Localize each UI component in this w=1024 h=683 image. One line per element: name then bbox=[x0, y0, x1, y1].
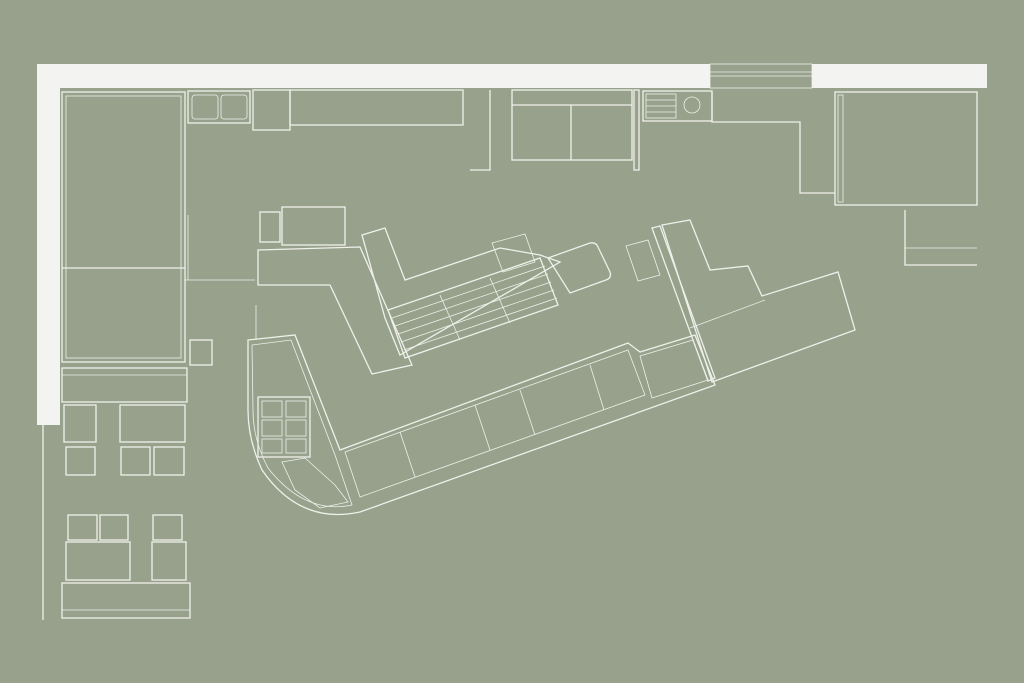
partition-post bbox=[633, 89, 640, 171]
central-island bbox=[361, 227, 612, 359]
table bbox=[151, 541, 187, 581]
chair bbox=[120, 446, 151, 476]
table bbox=[63, 404, 97, 443]
table bbox=[119, 404, 186, 443]
top-wall-left bbox=[37, 64, 710, 88]
prep-table bbox=[281, 206, 346, 246]
bench-bottom bbox=[61, 582, 191, 619]
bar-corner-unit bbox=[281, 457, 349, 509]
back-bar-counter bbox=[625, 219, 856, 383]
service-counter bbox=[257, 246, 413, 375]
bar-display-case bbox=[257, 396, 311, 458]
chair bbox=[152, 514, 183, 541]
small-stand bbox=[625, 239, 661, 282]
right-counter bbox=[711, 92, 835, 194]
seating-area bbox=[61, 367, 191, 619]
right-room bbox=[834, 91, 978, 266]
chair bbox=[153, 446, 185, 476]
stove bbox=[259, 211, 281, 243]
sink-left bbox=[187, 90, 251, 124]
island-end-counter bbox=[547, 242, 612, 294]
chair bbox=[65, 446, 96, 476]
cold-room bbox=[61, 91, 255, 363]
back-counter bbox=[289, 89, 464, 126]
top-wall-right bbox=[812, 64, 987, 88]
table bbox=[65, 541, 131, 581]
chair bbox=[67, 514, 98, 541]
window bbox=[709, 63, 813, 89]
exterior-walls bbox=[37, 63, 987, 620]
bench-top bbox=[61, 367, 188, 403]
island-hood bbox=[491, 233, 536, 273]
left-wall bbox=[37, 64, 60, 425]
chair bbox=[99, 514, 129, 541]
small-cabinet bbox=[189, 339, 213, 366]
partition-wall bbox=[470, 90, 491, 171]
refrigerator bbox=[511, 89, 633, 161]
